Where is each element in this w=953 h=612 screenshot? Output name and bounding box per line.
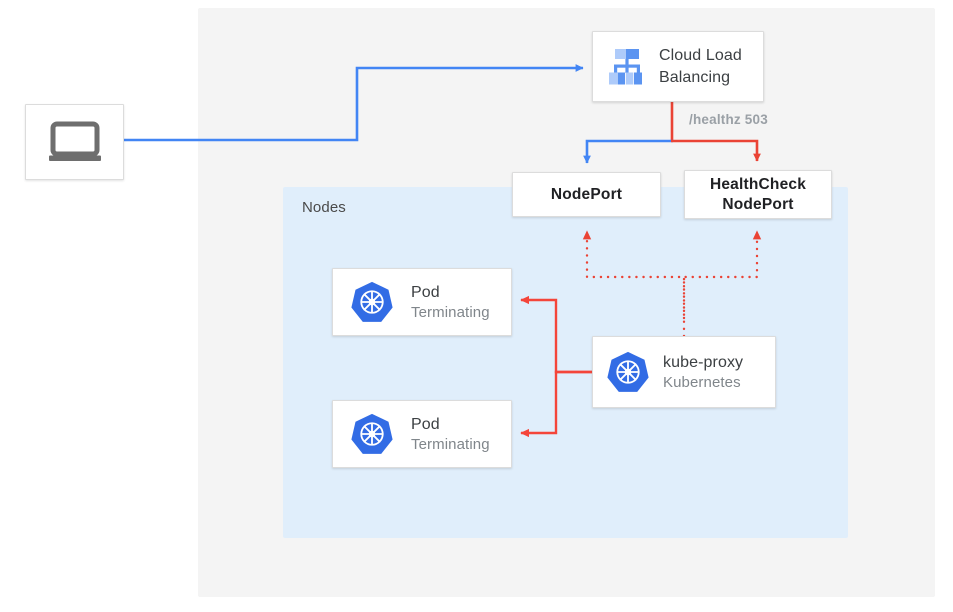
kube-proxy-node[interactable]: kube-proxy Kubernetes <box>592 336 776 408</box>
kubernetes-icon <box>593 349 663 395</box>
healthcheck-nodeport-label-line1: HealthCheck <box>709 176 807 194</box>
pod-title: Pod <box>411 415 440 433</box>
nodeport-node[interactable]: NodePort <box>512 172 661 217</box>
client-node[interactable] <box>25 104 124 180</box>
nodeport-label: NodePort <box>550 185 623 203</box>
kube-proxy-text: kube-proxy Kubernetes <box>663 352 775 393</box>
healthcheck-nodeport-label-line2: NodePort <box>722 195 794 213</box>
cloud-load-balancing-node[interactable]: Cloud Load Balancing <box>592 31 764 102</box>
pod-text: Pod Terminating <box>411 414 511 455</box>
healthcheck-nodeport-node[interactable]: HealthCheck NodePort <box>684 170 832 219</box>
nodes-region-label: Nodes <box>302 199 346 216</box>
pod-node[interactable]: Pod Terminating <box>332 268 512 336</box>
cloud-load-balancing-icon <box>597 47 659 87</box>
cloud-load-balancing-text: Cloud Load Balancing <box>659 45 763 87</box>
laptop-icon <box>45 120 105 164</box>
cloud-load-balancing-title-line2: Balancing <box>659 68 731 86</box>
pod-status: Terminating <box>411 435 490 453</box>
pod-text: Pod Terminating <box>411 282 511 323</box>
kube-proxy-title: kube-proxy <box>663 353 744 371</box>
kubernetes-icon <box>333 279 411 325</box>
pod-node[interactable]: Pod Terminating <box>332 400 512 468</box>
cloud-load-balancing-title-line1: Cloud Load <box>659 47 742 65</box>
healthz-edge-label: /healthz 503 <box>689 112 768 127</box>
kube-proxy-subtitle: Kubernetes <box>663 373 741 391</box>
pod-title: Pod <box>411 283 440 301</box>
healthcheck-nodeport-text: HealthCheck NodePort <box>710 175 806 214</box>
kubernetes-icon <box>333 411 411 457</box>
pod-status: Terminating <box>411 303 490 321</box>
